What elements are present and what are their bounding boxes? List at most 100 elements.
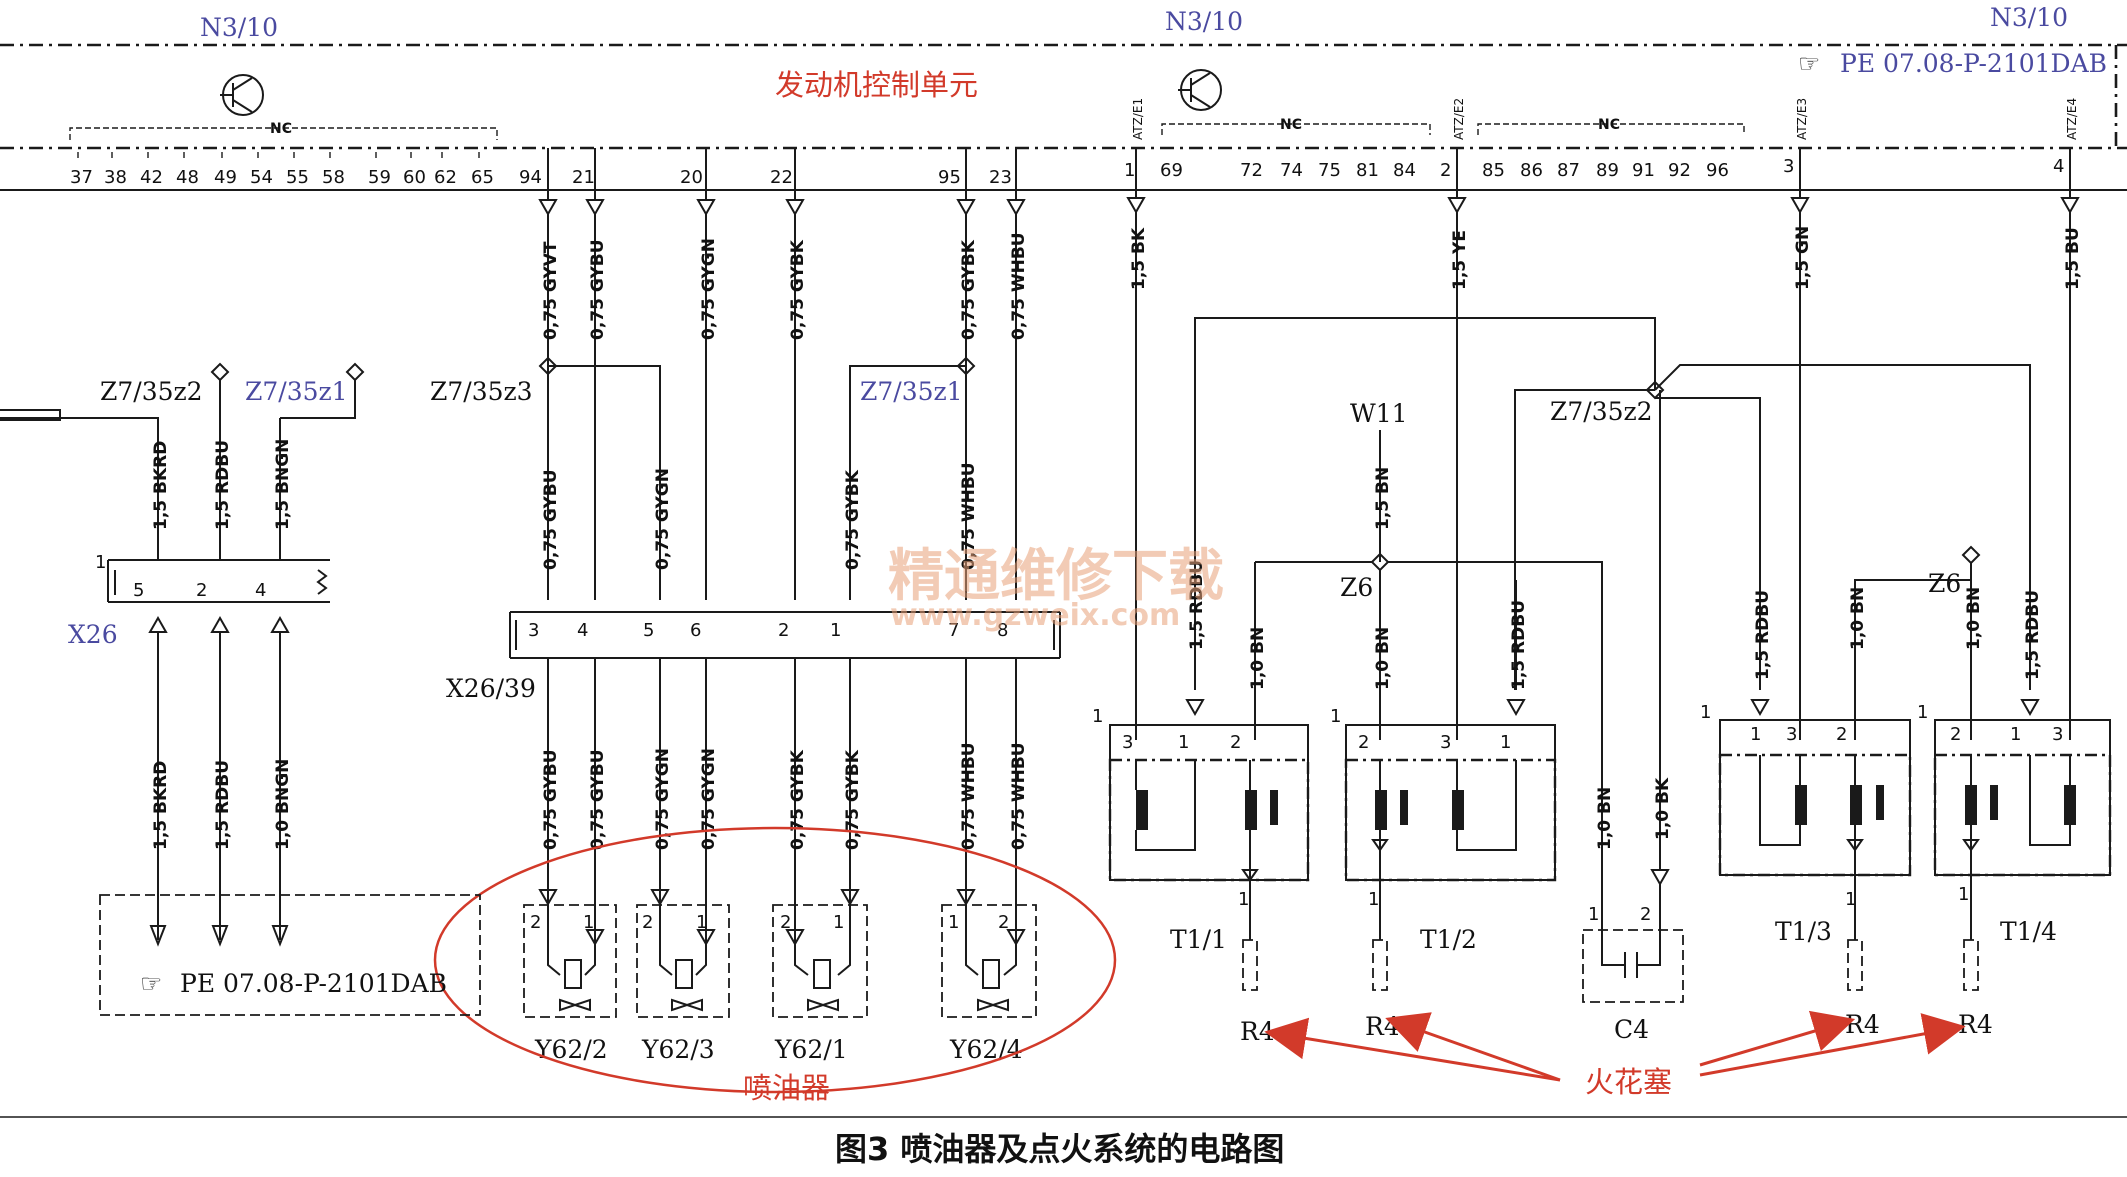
svg-text:60: 60 [403,167,426,188]
splice-z7-35z1-left: Z7/35z1 [245,377,348,406]
svg-text:96: 96 [1706,160,1729,181]
svg-text:4: 4 [577,620,588,641]
svg-text:1,5 BN: 1,5 BN [1373,467,1393,530]
svg-text:72: 72 [1240,160,1263,181]
svg-text:1: 1 [696,912,707,933]
splice-w11: W11 [1350,399,1408,428]
svg-text:1: 1 [1845,889,1856,910]
splice-z7-35z2-right: Z7/35z2 [1550,397,1653,426]
x26-ref: PE 07.08-P-2101DAB [180,969,447,998]
svg-text:1: 1 [583,912,594,933]
svg-text:4: 4 [2053,156,2064,177]
svg-text:3: 3 [1122,732,1133,753]
svg-text:0,75 WHBU: 0,75 WHBU [1009,232,1029,340]
svg-text:0,75 GYGN: 0,75 GYGN [699,238,719,340]
svg-text:58: 58 [322,167,345,188]
spark-plug: R4 [1365,1012,1400,1041]
splice-z7-35z1-mid: Z7/35z1 [860,377,963,406]
injector-y62-3: 2 1 Y62/3 [636,904,730,1064]
svg-text:3: 3 [1440,732,1451,753]
svg-text:6: 6 [690,620,701,641]
svg-text:0,75 WHBU: 0,75 WHBU [959,742,979,850]
injector-highlight-ellipse [433,826,1117,1094]
svg-text:NC: NC [1598,117,1620,133]
connector-x26-39: 3 4 5 6 2 1 7 8 X26/39 [446,611,1061,703]
svg-text:3: 3 [2052,724,2063,745]
svg-text:0,75 GYBU: 0,75 GYBU [588,749,608,850]
injector-label: Y62/3 [641,1035,715,1064]
svg-text:0,75 WHBU: 0,75 WHBU [959,462,979,570]
svg-text:8: 8 [997,620,1008,641]
svg-text:1,5 BNGN: 1,5 BNGN [273,439,293,530]
svg-text:1: 1 [830,620,841,641]
svg-text:86: 86 [1520,160,1543,181]
svg-text:1: 1 [1238,889,1249,910]
coil-label: T1/1 [1170,925,1227,954]
svg-text:37: 37 [70,167,93,188]
svg-text:69: 69 [1160,160,1183,181]
svg-text:0,75 GYBU: 0,75 GYBU [541,749,561,850]
svg-text:1,5 GN: 1,5 GN [1793,226,1813,290]
svg-text:84: 84 [1393,160,1416,181]
ignition-coil-t1-4: 2 1 3 1 T1/4 R4 [1933,719,2112,1039]
coil-label: T1/3 [1775,917,1832,946]
svg-text:74: 74 [1280,160,1303,181]
svg-text:21: 21 [572,167,595,188]
injector-y62-1: 2 1 Y62/1 [772,904,868,1064]
svg-text:2: 2 [780,912,791,933]
svg-text:0,75 GYGN: 0,75 GYGN [699,748,719,850]
svg-text:ATZ/E3: ATZ/E3 [1795,98,1809,140]
svg-text:0,75 WHBU: 0,75 WHBU [1009,742,1029,850]
svg-text:1: 1 [1178,732,1189,753]
injector-y62-2: 2 1 Y62/2 [523,904,617,1064]
svg-text:0,75 GYBU: 0,75 GYBU [541,469,561,570]
svg-text:1,0 BN: 1,0 BN [1595,787,1615,850]
svg-text:3: 3 [1783,156,1794,177]
svg-text:62: 62 [434,167,457,188]
svg-text:1,5 YE: 1,5 YE [1450,230,1470,290]
svg-text:1: 1 [1368,889,1379,910]
svg-text:1,5 RDBU: 1,5 RDBU [1753,590,1773,680]
pin-row-injector: 94 21 20 22 95 23 [519,167,1012,188]
svg-text:49: 49 [214,167,237,188]
injector-wires: 0,75 GYVT 0,75 GYBU 0,75 GYGN 0,75 GYBK … [538,148,1029,600]
svg-text:1,5 RDBU: 1,5 RDBU [1187,560,1207,650]
svg-text:85: 85 [1482,160,1505,181]
nc-bracket: NC [69,121,498,140]
spark-plug: R4 [1958,1010,1993,1039]
svg-text:4: 4 [255,580,266,601]
injector-wires-lower: 0,75 GYBU 0,75 GYBU 0,75 GYGN 0,75 GYGN … [538,658,1029,947]
coil-group-index: 1 [1700,702,1711,723]
splice-z6: Z6 [1340,573,1373,602]
svg-text:22: 22 [770,167,793,188]
injector-label: Y62/4 [949,1035,1023,1064]
transistor-icon [1178,69,1222,111]
svg-text:0,75 GYGN: 0,75 GYGN [653,748,673,850]
svg-text:1,5 RDBU: 1,5 RDBU [2023,590,2043,680]
coil-label: T1/4 [2000,917,2057,946]
ref-icon: ☞ [1798,49,1820,78]
injector-y62-4: 1 2 Y62/4 [941,904,1037,1064]
svg-text:65: 65 [471,167,494,188]
svg-text:5: 5 [643,620,654,641]
coil-group-index: 1 [1330,706,1341,727]
svg-text:0,75 GYBU: 0,75 GYBU [588,239,608,340]
svg-text:1,5 BU: 1,5 BU [2063,227,2083,290]
svg-text:1,5 BKRD: 1,5 BKRD [151,441,171,530]
svg-text:54: 54 [250,167,273,188]
svg-text:23: 23 [989,167,1012,188]
transistor-icon [220,74,264,116]
figure-caption: 图3 喷油器及点火系统的电路图 [835,1130,1284,1168]
svg-text:0,75 GYVT: 0,75 GYVT [541,241,561,340]
svg-text:ATZ/E2: ATZ/E2 [1452,98,1466,140]
ecu-block: N3/10 N3/10 N3/10 发动机控制单元 ☞ PE 07.08-P-2… [0,3,2127,191]
spark-plug-arrows [1264,1010,1966,1082]
svg-text:55: 55 [286,167,309,188]
svg-text:2: 2 [1440,160,1451,181]
svg-text:0,75 GYBK: 0,75 GYBK [959,239,979,340]
ecu-name-mid: N3/10 [1165,7,1243,36]
x26-39-label: X26/39 [446,674,536,703]
svg-text:7: 7 [948,620,959,641]
svg-text:1,5 RDBU: 1,5 RDBU [213,440,233,530]
svg-text:48: 48 [176,167,199,188]
